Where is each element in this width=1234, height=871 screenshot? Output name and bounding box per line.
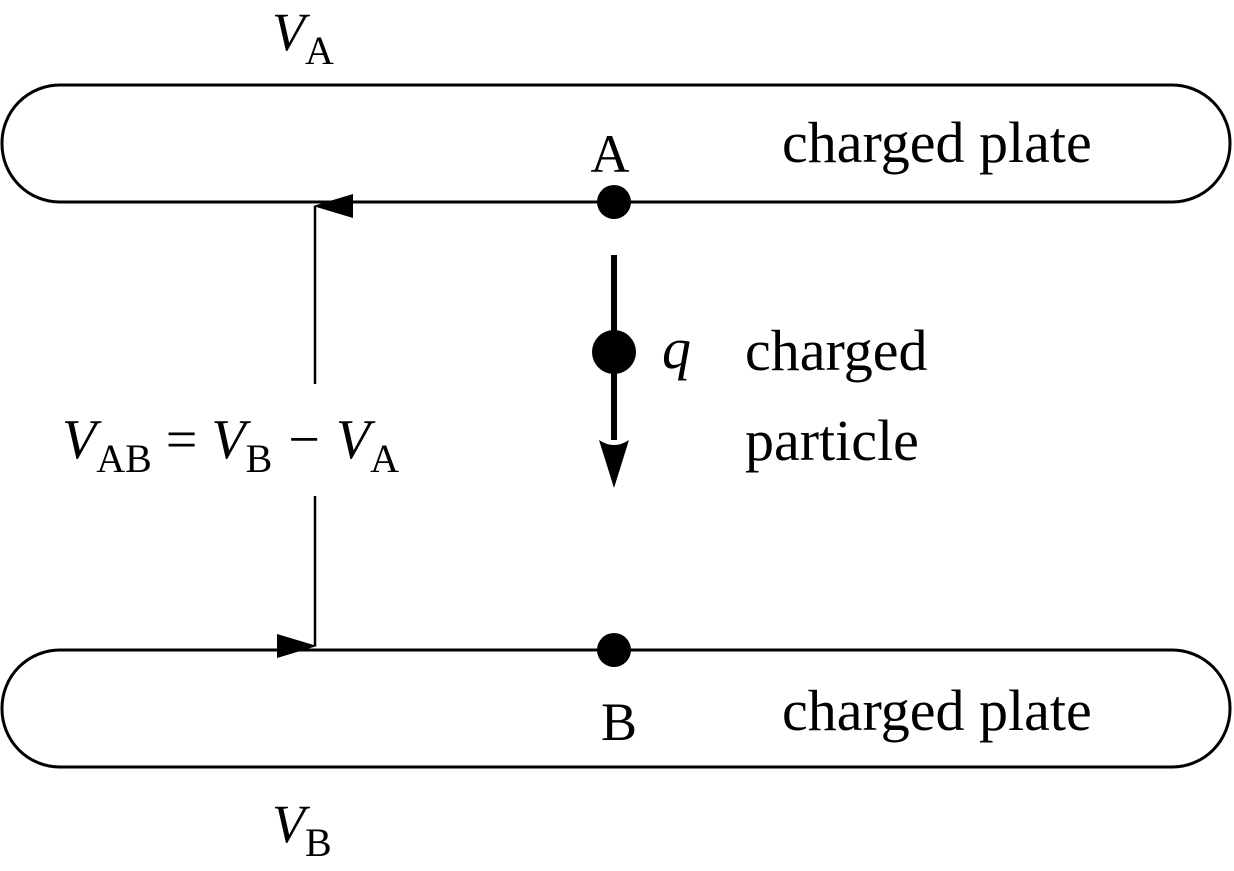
- particle-direction-arrowhead: [599, 440, 629, 488]
- point-a-dot: [597, 185, 631, 219]
- point-b-dot: [597, 633, 631, 667]
- top-plate-label: charged plate: [782, 110, 1092, 175]
- particle-label-line1: charged: [745, 318, 928, 383]
- particle-label-line2: particle: [745, 408, 919, 473]
- point-a-label: A: [591, 124, 630, 184]
- top-potential-label: VA: [272, 2, 334, 73]
- potential-difference-equation: VAB=VB−VA: [62, 409, 399, 481]
- charged-particle-dot: [592, 330, 636, 374]
- charge-symbol: q: [662, 316, 691, 381]
- bottom-potential-label: VB: [272, 794, 332, 865]
- bottom-plate-label: charged plate: [782, 678, 1092, 743]
- point-b-label: B: [601, 692, 637, 752]
